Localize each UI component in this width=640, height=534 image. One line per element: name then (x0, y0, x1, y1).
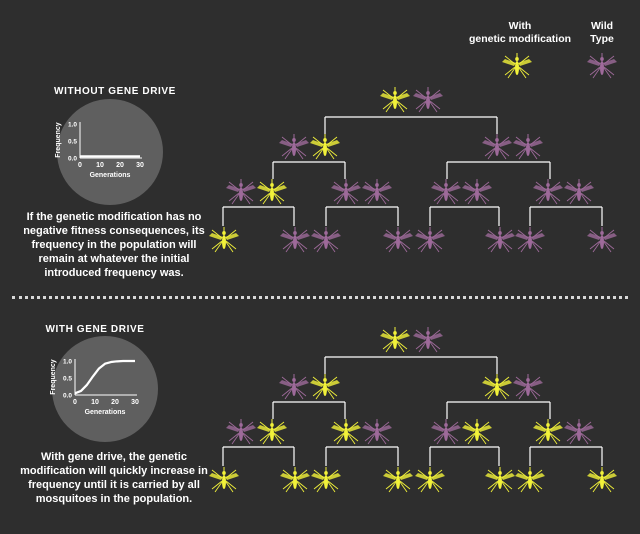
legend-modified-mosquito (502, 53, 532, 79)
without-drive-gen1-mosquito (482, 134, 512, 160)
with-drive-gen3-mosquito (515, 467, 545, 493)
with-drive-y-tick-label: 0.0 (63, 393, 72, 400)
without-drive-x-tick-label: 20 (116, 162, 124, 169)
with-drive-gen3-mosquito (383, 467, 413, 493)
with-drive-gen2-mosquito (362, 419, 392, 445)
with-drive-x-tick-label: 20 (111, 399, 119, 406)
without-drive-gen3-mosquito (485, 227, 515, 253)
without-drive-gen2-mosquito (462, 179, 492, 205)
without-drive-gen3-mosquito (383, 227, 413, 253)
with-drive-parent-mosquito-1 (380, 327, 410, 353)
without-drive-gen2-mosquito (257, 179, 287, 205)
without-drive-y-tick-label: 0.5 (68, 139, 77, 146)
without-drive-gen3-mosquito (515, 227, 545, 253)
with-drive-gen3-mosquito (209, 467, 239, 493)
without-drive-chart-circle (57, 99, 163, 205)
without-drive-gen2-mosquito (564, 179, 594, 205)
without-drive-gen2-mosquito (331, 179, 361, 205)
with-drive-gen2-mosquito (564, 419, 594, 445)
without-drive-parent-mosquito-1 (380, 87, 410, 113)
with-drive-x-tick-label: 30 (131, 399, 139, 406)
with-drive-gen1-mosquito (310, 374, 340, 400)
without-drive-gen3-mosquito (415, 227, 445, 253)
without-drive-gen2-mosquito (431, 179, 461, 205)
with-drive-gen3-mosquito (485, 467, 515, 493)
legend-wild-label: Wild Type (590, 20, 614, 45)
with-drive-gen3-mosquito (280, 467, 310, 493)
without-drive-gen1-mosquito (279, 134, 309, 160)
without-drive-x-tick-label: 0 (78, 162, 82, 169)
without-drive-x-tick-label: 30 (136, 162, 144, 169)
without-drive-gen2-mosquito (226, 179, 256, 205)
with-drive-x-tick-label: 0 (73, 399, 77, 406)
legend-wild-mosquito (587, 53, 617, 79)
without-drive-x-axis-label: Generations (90, 172, 131, 179)
with-drive-y-tick-label: 1.0 (63, 359, 72, 366)
with-drive-y-axis-label: Frequency (50, 359, 57, 395)
without-drive-x-tick-label: 10 (96, 162, 104, 169)
without-drive-y-tick-label: 1.0 (68, 122, 77, 129)
without-drive-y-tick-label: 0.0 (68, 156, 77, 163)
with-drive-gen2-mosquito (533, 419, 563, 445)
without-drive-gen1-mosquito (513, 134, 543, 160)
with-drive-gen1-mosquito (513, 374, 543, 400)
with-drive-x-tick-label: 10 (91, 399, 99, 406)
with-drive-gen2-mosquito (331, 419, 361, 445)
without-drive-gen2-mosquito (362, 179, 392, 205)
with-drive-gen2-mosquito (226, 419, 256, 445)
with-drive-y-tick-label: 0.5 (63, 376, 72, 383)
with-drive-gen1-mosquito (482, 374, 512, 400)
with-drive-title: WITH GENE DRIVE (45, 324, 145, 335)
without-drive-description: If the genetic modification has no negat… (23, 211, 205, 279)
with-drive-x-axis-label: Generations (85, 409, 126, 416)
with-drive-chart-circle (52, 336, 158, 442)
with-drive-gen3-mosquito (587, 467, 617, 493)
with-drive-gen1-mosquito (279, 374, 309, 400)
without-drive-gen3-mosquito (587, 227, 617, 253)
legend-modified-label: With genetic modification (468, 20, 572, 45)
without-drive-gen3-mosquito (311, 227, 341, 253)
without-drive-parent-mosquito-2 (413, 87, 443, 113)
without-drive-title: WITHOUT GENE DRIVE (54, 86, 176, 97)
section-divider (12, 296, 628, 299)
with-drive-gen2-mosquito (462, 419, 492, 445)
without-drive-gen1-mosquito (310, 134, 340, 160)
with-drive-gen2-mosquito (257, 419, 287, 445)
without-drive-y-axis-label: Frequency (55, 122, 62, 158)
without-drive-gen3-mosquito (280, 227, 310, 253)
without-drive-gen3-mosquito (209, 227, 239, 253)
with-drive-gen3-mosquito (311, 467, 341, 493)
with-drive-frequency-line (74, 359, 135, 395)
with-drive-gen2-mosquito (431, 419, 461, 445)
with-drive-parent-mosquito-2 (413, 327, 443, 353)
without-drive-gen2-mosquito (533, 179, 563, 205)
with-drive-gen3-mosquito (415, 467, 445, 493)
with-drive-description: With gene drive, the genetic modificatio… (20, 451, 208, 505)
